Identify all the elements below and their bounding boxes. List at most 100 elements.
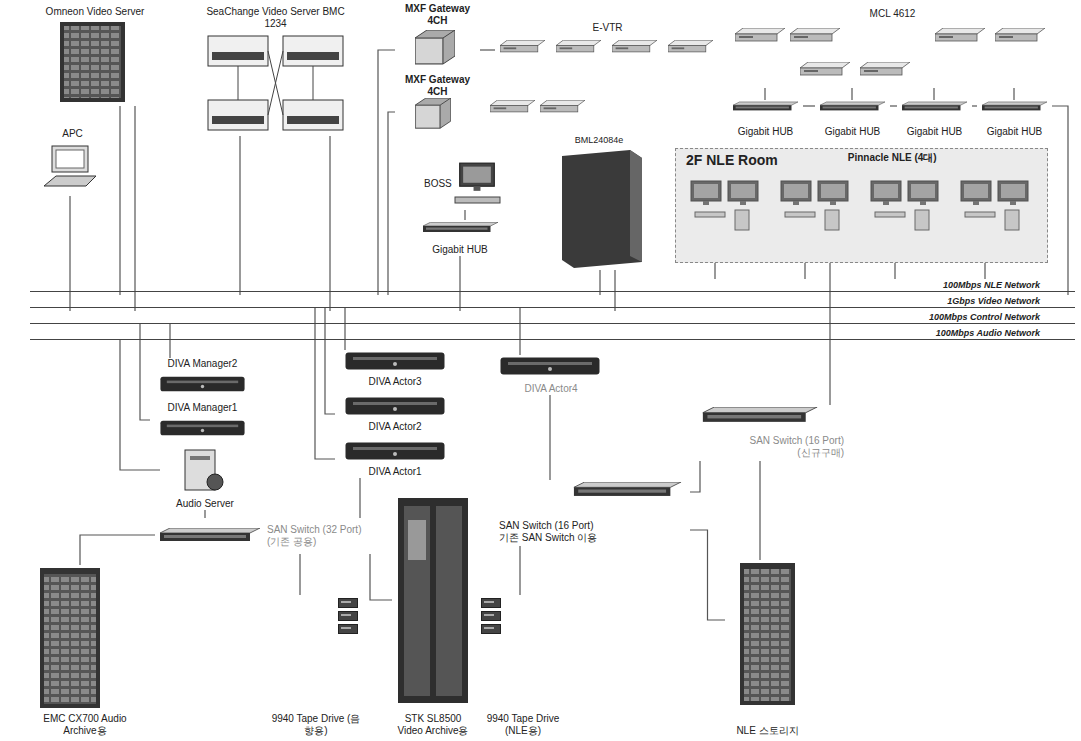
video-server-group: SeaChange Video Server BMC 1234 bbox=[198, 6, 353, 136]
node-label: STK SL8500 Video Archive용 bbox=[392, 713, 474, 737]
network-link bbox=[344, 308, 345, 350]
network-link bbox=[614, 270, 615, 311]
network-bus: 100Mbps Audio Network bbox=[30, 327, 1075, 340]
network-link bbox=[1052, 106, 1068, 295]
network-link bbox=[890, 105, 897, 106]
node-label: DIVA Actor1 bbox=[368, 466, 421, 478]
network-link bbox=[378, 50, 395, 295]
node-label: EMC CX700 Audio Archive용 bbox=[30, 713, 140, 737]
hub-device: Gigabit HUB bbox=[815, 100, 890, 138]
node-label: SAN Switch (16 Port) bbox=[499, 520, 593, 532]
network-link bbox=[120, 340, 160, 470]
node-label: MCL 4612 bbox=[870, 8, 916, 20]
network-link bbox=[464, 210, 465, 220]
network-link bbox=[459, 256, 460, 311]
node-label: 100Mbps NLE Network bbox=[943, 280, 1040, 291]
network-link bbox=[134, 106, 135, 311]
diva-server: DIVA Manager1 bbox=[150, 402, 255, 442]
node-label: 기존 SAN Switch 이용 bbox=[499, 532, 597, 544]
node-label: DIVA Actor4 bbox=[524, 383, 577, 395]
node-label: DIVA Manager1 bbox=[168, 402, 238, 414]
node-label: NLE 스토리지 bbox=[736, 725, 798, 737]
hub-device: Gigabit HUB bbox=[977, 100, 1052, 138]
server-rack: Omneon Video Server bbox=[40, 6, 150, 106]
network-bus: 100Mbps NLE Network bbox=[30, 279, 1075, 292]
storage-rack: EMC CX700 Audio Archive용 bbox=[30, 565, 140, 737]
network-link bbox=[894, 263, 895, 279]
network-link bbox=[759, 461, 760, 560]
network-link bbox=[690, 461, 700, 492]
node-label: Gigabit HUB bbox=[987, 126, 1043, 138]
network-link bbox=[933, 88, 934, 100]
node-label: Gigabit HUB bbox=[738, 126, 794, 138]
node-label: Audio Server bbox=[176, 498, 234, 510]
network-bus: 1Gbps Video Network bbox=[30, 295, 1075, 308]
node-label: APC bbox=[62, 128, 83, 140]
san-switch: SAN Switch (16 Port)(신규구매) bbox=[690, 405, 850, 461]
node-label: Gigabit HUB bbox=[907, 126, 963, 138]
node-label: DIVA Manager2 bbox=[168, 358, 238, 370]
network-link bbox=[519, 308, 520, 355]
network-link bbox=[370, 554, 392, 600]
room-panel: 2F NLE Room Pinnacle NLE (4대) bbox=[675, 148, 1048, 263]
node-label: DIVA Actor2 bbox=[368, 421, 421, 433]
network-link bbox=[204, 510, 205, 518]
audio-server: Audio Server bbox=[160, 446, 250, 510]
network-link bbox=[549, 395, 550, 480]
network-link bbox=[803, 105, 815, 106]
node-label: 100Mbps Control Network bbox=[929, 312, 1040, 323]
node-label: (기존 공용) bbox=[267, 536, 316, 548]
diva-server: DIVA Actor2 bbox=[335, 395, 455, 433]
node-label: BML24084e bbox=[575, 135, 624, 146]
gateway-box: MXF Gateway 4CH bbox=[395, 74, 480, 132]
hub-device: Gigabit HUB bbox=[415, 220, 505, 256]
node-label: 100Mbps Audio Network bbox=[936, 328, 1040, 339]
network-link bbox=[239, 136, 240, 295]
node-label: 9940 Tape Drive (NLE용) bbox=[478, 713, 568, 737]
san-switch: SAN Switch (32 Port)(기존 공용) bbox=[155, 518, 388, 554]
network-link bbox=[714, 263, 715, 279]
network-link bbox=[169, 324, 170, 358]
workstation: APC bbox=[35, 128, 110, 196]
san-switch: SAN Switch (16 Port)기존 SAN Switch 이용 bbox=[495, 480, 690, 546]
node-label: E-VTR bbox=[593, 22, 623, 34]
network-link bbox=[519, 546, 520, 595]
gateway-box: MXF Gateway 4CH bbox=[395, 3, 480, 73]
network-link bbox=[851, 88, 852, 100]
tape-drive: 9940 Tape Drive (음향용) bbox=[270, 595, 362, 737]
network-link bbox=[299, 554, 300, 595]
workstation: BOSS bbox=[420, 158, 508, 210]
network-link bbox=[690, 530, 725, 620]
network-link bbox=[829, 263, 830, 405]
node-label: Pinnacle NLE (4대) bbox=[848, 152, 937, 164]
network-link bbox=[140, 324, 150, 420]
network-link bbox=[1013, 88, 1014, 100]
tape-drive: 9940 Tape Drive (NLE용) bbox=[478, 595, 568, 737]
hub-device: Gigabit HUB bbox=[728, 100, 803, 138]
storage-rack: NLE 스토리지 bbox=[725, 560, 810, 737]
network-link bbox=[69, 196, 70, 311]
vtr-group: E-VTR bbox=[495, 22, 720, 58]
diva-server: DIVA Actor4 bbox=[495, 355, 607, 395]
node-label: 1Gbps Video Network bbox=[947, 296, 1040, 307]
node-label: SAN Switch (16 Port) bbox=[750, 435, 844, 447]
network-link bbox=[80, 535, 155, 565]
node-label: Gigabit HUB bbox=[825, 126, 881, 138]
node-label: BOSS bbox=[424, 178, 452, 190]
network-link bbox=[329, 136, 330, 311]
node-label: 9940 Tape Drive (음향용) bbox=[270, 713, 362, 737]
network-link bbox=[804, 263, 805, 279]
network-bus: 100Mbps Control Network bbox=[30, 311, 1075, 324]
node-label: 2F NLE Room bbox=[686, 152, 778, 168]
network-link bbox=[984, 263, 985, 279]
node-label: MXF Gateway 4CH bbox=[395, 3, 480, 27]
diva-server: DIVA Actor1 bbox=[335, 440, 455, 478]
storage-unit: BML24084e bbox=[548, 135, 650, 270]
diva-server: DIVA Actor3 bbox=[335, 350, 455, 388]
node-label: MXF Gateway 4CH bbox=[395, 74, 480, 98]
vtr-group: MCL 4612 bbox=[725, 8, 1060, 88]
network-link bbox=[764, 88, 765, 100]
network-link bbox=[388, 112, 395, 295]
